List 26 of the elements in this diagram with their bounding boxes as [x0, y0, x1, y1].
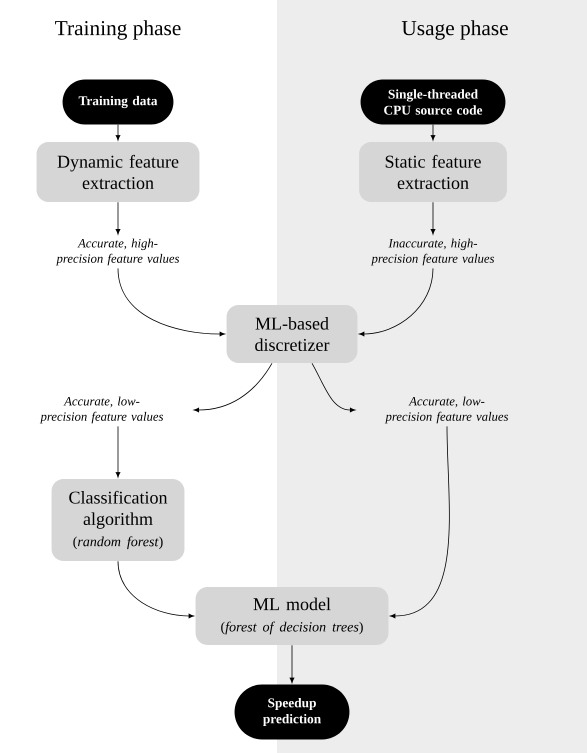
phase-heading: Training phase: [55, 20, 181, 40]
process-box: ML-based discretizer: [226, 305, 358, 363]
arrow: [116, 202, 120, 235]
arrow: [116, 124, 120, 141]
terminal-pill: Single-threaded CPU source code: [360, 79, 506, 125]
arrow: [118, 268, 226, 336]
terminal-pill: Training data: [62, 79, 174, 125]
arrow: [194, 362, 272, 412]
arrow: [118, 560, 194, 618]
process-box: ML model (forest of decision trees): [196, 587, 388, 645]
process-box: Dynamic feature extraction: [36, 142, 200, 202]
arrow: [290, 644, 294, 684]
arrow: [358, 268, 434, 336]
data-label: Accurate, high-precision feature values: [56, 238, 180, 266]
data-label: Accurate, low-precision feature values: [40, 396, 164, 424]
data-label: Accurate, low-precision feature values: [384, 396, 508, 424]
phase-heading: Usage phase: [402, 20, 508, 40]
process-box: Static feature extraction: [359, 142, 507, 202]
arrow: [430, 124, 436, 141]
arrow: [390, 426, 450, 618]
arrow: [116, 426, 120, 478]
terminal-pill: Speedup prediction: [234, 684, 350, 740]
data-label: Inaccurate, high-precision feature values: [370, 238, 494, 266]
arrow: [312, 362, 356, 412]
process-box: Classification algorithm (random forest): [52, 479, 184, 561]
arrow: [430, 202, 436, 235]
